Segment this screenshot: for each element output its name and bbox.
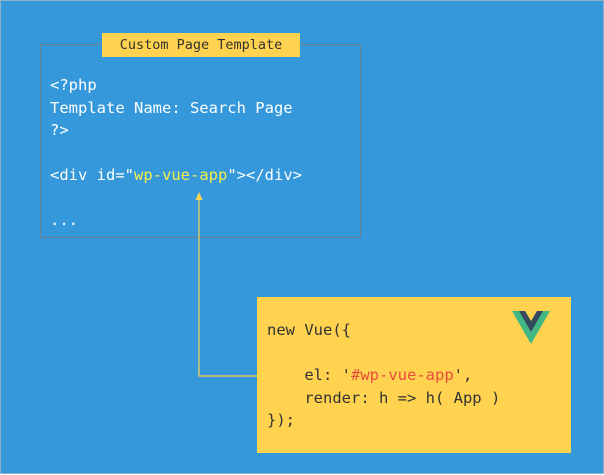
- template-code-line: ?>: [50, 119, 302, 142]
- code-highlight: #wp-vue-app: [351, 366, 454, 384]
- template-code-line: ...: [50, 209, 302, 232]
- vue-code-line: render: h => h( App ): [267, 387, 500, 410]
- code-token: ',: [453, 366, 473, 384]
- vue-code-line: el: '#wp-vue-app',: [267, 364, 500, 387]
- vue-logo-icon: [512, 311, 550, 344]
- code-token: });: [267, 411, 295, 429]
- code-token: <div id=": [50, 166, 134, 184]
- vue-code-line: new Vue({: [267, 319, 500, 342]
- template-code-line: Template Name: Search Page: [50, 97, 302, 120]
- vue-code-line: });: [267, 409, 500, 432]
- code-token: Template Name: Search Page: [50, 98, 293, 117]
- code-token: el: ': [267, 366, 351, 384]
- code-token: ...: [50, 211, 78, 229]
- code-token: new Vue({: [267, 321, 351, 339]
- code-token: <?php: [50, 76, 97, 94]
- code-token: ?>: [50, 121, 69, 139]
- vue-code-block: new Vue({ el: '#wp-vue-app', render: h =…: [267, 319, 500, 432]
- template-code-line: <?php: [50, 74, 302, 97]
- page-template-label: Custom Page Template: [102, 33, 300, 57]
- template-code-line: <div id="wp-vue-app"></div>: [50, 164, 302, 187]
- code-token: render: h => h( App ): [267, 388, 501, 407]
- code-token: "></div>: [227, 166, 302, 184]
- code-highlight: wp-vue-app: [134, 166, 228, 184]
- vue-instance-box: [257, 297, 571, 453]
